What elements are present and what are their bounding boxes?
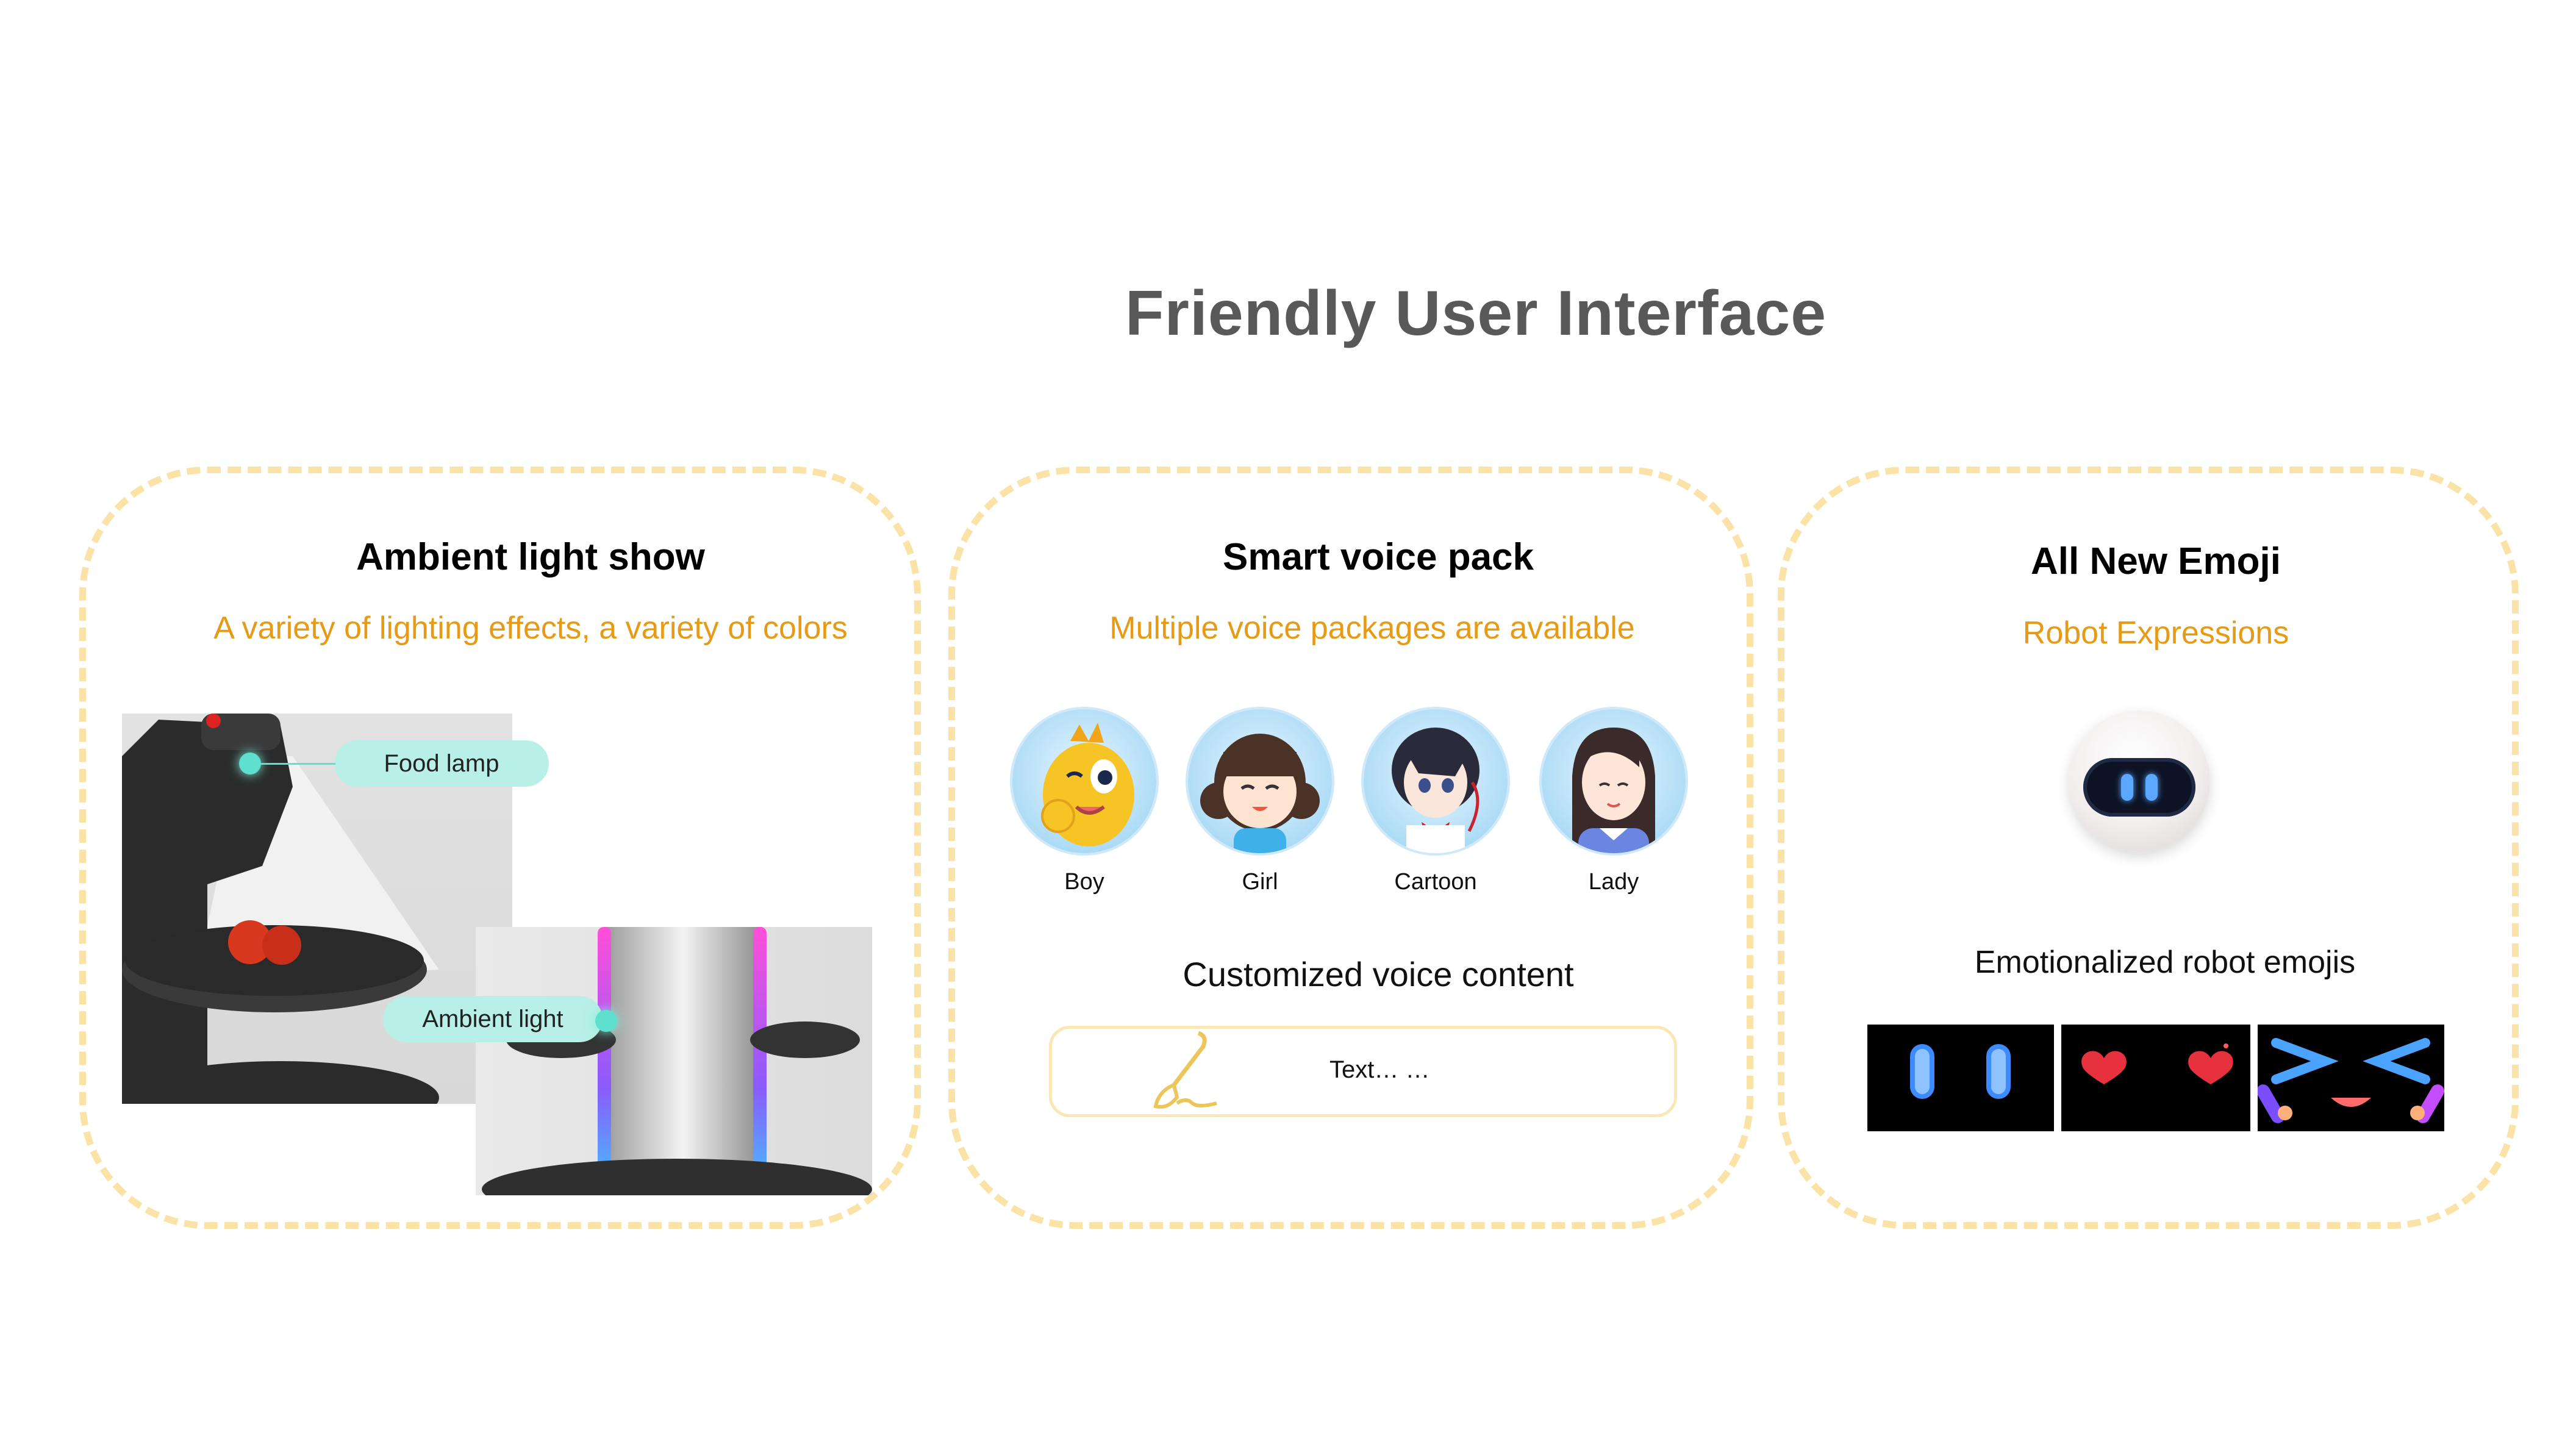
- food-lamp-photo: [122, 714, 512, 1104]
- page-title: Friendly User Interface: [1125, 278, 1827, 349]
- voice-text-value: Text… …: [1329, 1056, 1430, 1083]
- ambient-light-photo: [476, 927, 872, 1195]
- brush-icon: [1153, 1031, 1217, 1109]
- voice-subtitle: Multiple voice packages are available: [1109, 610, 1635, 646]
- voice-panel: [948, 467, 1753, 1229]
- ambient-light-callout: Ambient light: [383, 996, 603, 1042]
- avatar-cartoon[interactable]: [1364, 709, 1508, 853]
- avatar-girl-label: Girl: [1242, 869, 1278, 895]
- ambient-panel: [79, 467, 921, 1229]
- eyes-emoji-tile[interactable]: [1867, 1025, 2054, 1131]
- ambient-subtitle: A variety of lighting effects, a variety…: [213, 610, 848, 646]
- avatar-lady-label: Lady: [1588, 869, 1639, 895]
- food-lamp-callout: Food lamp: [334, 740, 549, 787]
- emoji-panel: [1778, 467, 2519, 1229]
- avatar-girl[interactable]: [1188, 709, 1332, 853]
- custom-voice-heading: Customized voice content: [1182, 955, 1574, 993]
- emoji-subtitle: Robot Expressions: [2022, 615, 2289, 651]
- avatar-cartoon-label: Cartoon: [1394, 869, 1477, 895]
- avatar-boy[interactable]: [1012, 709, 1156, 853]
- robot-eye-right: [2145, 774, 2158, 801]
- voice-text-input[interactable]: Text… …: [1049, 1026, 1677, 1117]
- ambient-light-dot: [595, 1010, 617, 1032]
- emoji-heading: All New Emoji: [2031, 540, 2281, 582]
- happy-emoji-tile[interactable]: [2258, 1025, 2444, 1131]
- food-lamp-line: [256, 763, 335, 765]
- robot-eye-left: [2121, 774, 2133, 801]
- voice-heading: Smart voice pack: [1222, 536, 1534, 578]
- ambient-heading: Ambient light show: [356, 536, 705, 578]
- robot-expression-avatar: [2069, 710, 2210, 852]
- avatar-boy-label: Boy: [1064, 869, 1104, 895]
- avatar-lady[interactable]: [1542, 709, 1686, 853]
- hearts-emoji-tile[interactable]: [2061, 1025, 2250, 1131]
- robot-visor: [2083, 758, 2195, 817]
- emoji-caption: Emotionalized robot emojis: [1974, 945, 2356, 980]
